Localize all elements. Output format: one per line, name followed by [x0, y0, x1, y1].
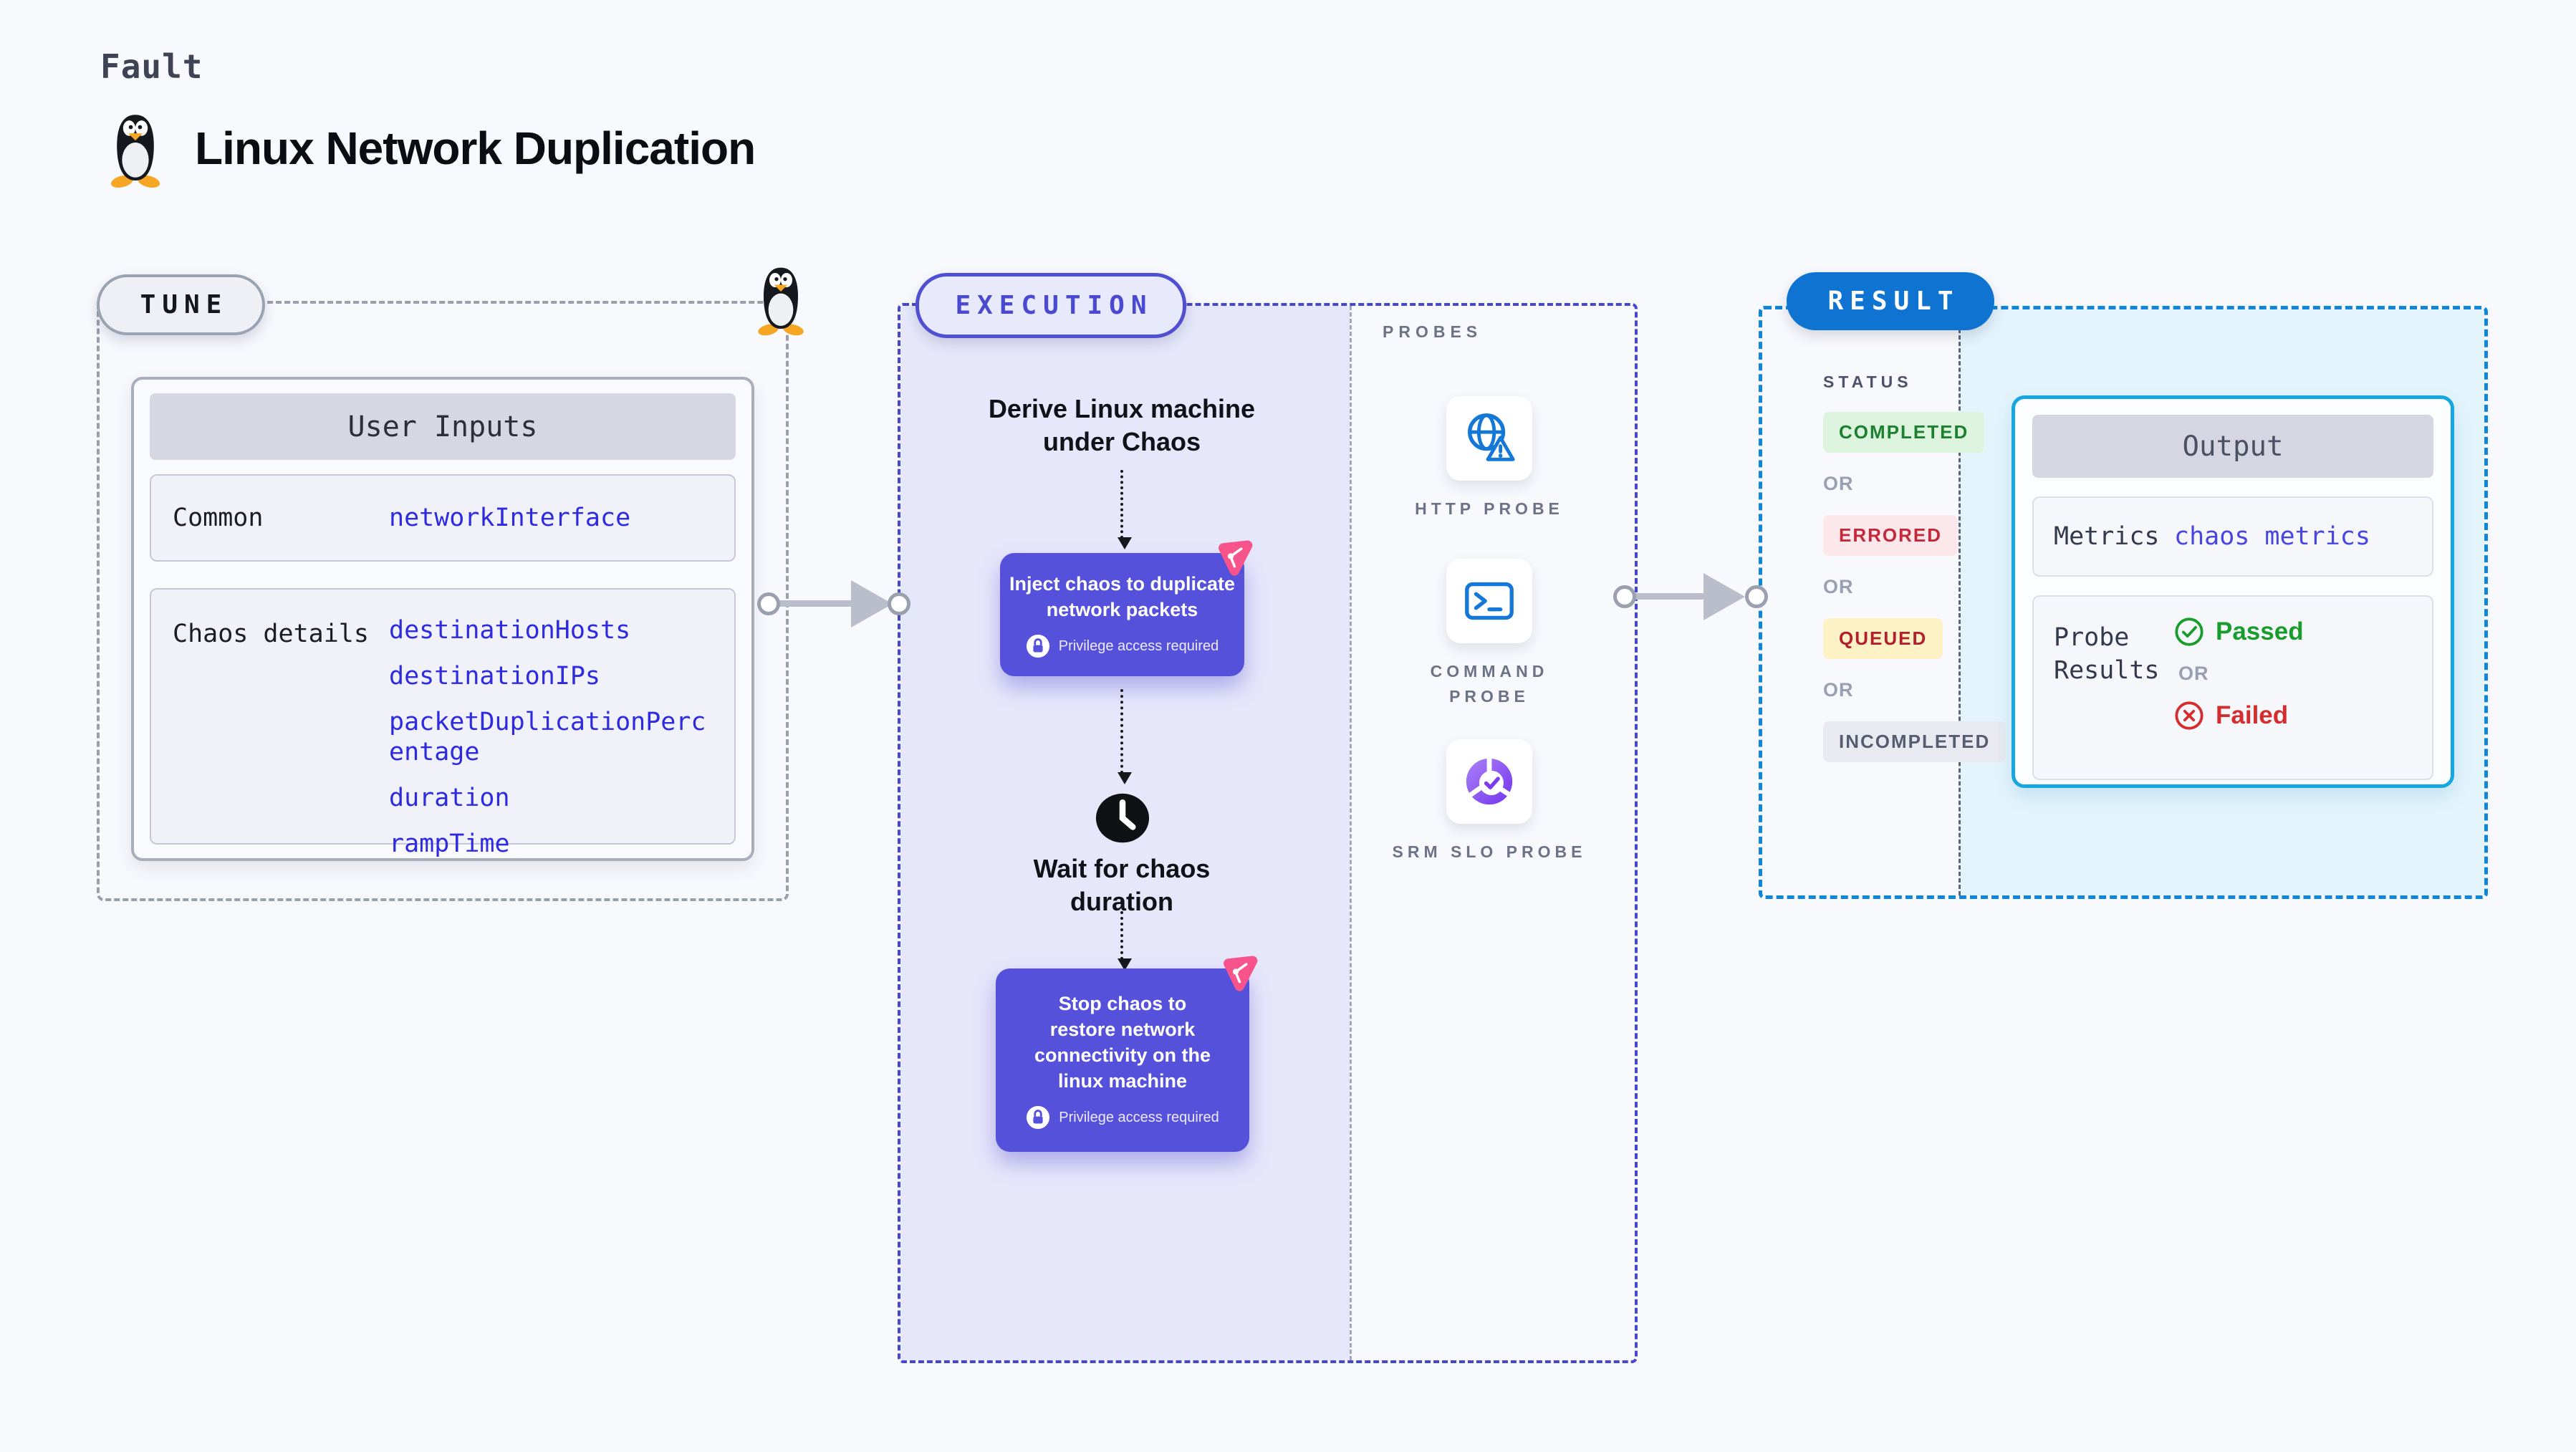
probes-title: PROBES	[1383, 322, 1483, 341]
flow-arrow-down-icon	[1118, 470, 1132, 549]
or-separator: OR	[1823, 576, 1854, 597]
page-title: Linux Network Duplication	[195, 122, 756, 174]
x-circle-icon	[2175, 701, 2203, 730]
inject-chaos-step-card: Inject chaos to duplicate network packet…	[1000, 540, 1253, 676]
user-inputs-card: User Inputs Common networkInterface Chao…	[131, 377, 754, 861]
input-row-label: Chaos details	[173, 620, 369, 648]
probe-label: HTTP PROBE	[1415, 499, 1564, 518]
step-title: Inject chaos to duplicate network packet…	[1009, 573, 1236, 620]
terminal-icon	[1465, 582, 1514, 620]
result-badge: RESULT	[1787, 272, 1994, 330]
input-value: destinationIPs	[389, 662, 601, 691]
output-title: Output	[2032, 415, 2433, 478]
chaos-logo-icon	[1219, 540, 1253, 576]
tux-penguin-corner-icon	[758, 267, 804, 336]
lock-icon	[1026, 634, 1049, 658]
status-badge-completed: COMPLETED	[1823, 412, 1985, 453]
input-row-chaos-details: Chaos details destinationHosts destinati…	[150, 588, 736, 858]
probe-result-passed: Passed	[2174, 617, 2304, 647]
execution-badge: EXECUTION	[915, 273, 1186, 338]
probe-result-failed: Failed	[2174, 701, 2304, 731]
fault-kicker: Fault	[100, 47, 203, 86]
input-value: networkInterface	[389, 504, 631, 532]
probe-srm-slo: SRM SLO PROBE	[1389, 739, 1590, 865]
user-inputs-title: User Inputs	[150, 393, 736, 460]
slo-donut-icon	[1466, 756, 1513, 805]
or-separator: OR	[1823, 473, 1854, 494]
probe-command: COMMAND PROBE	[1389, 559, 1590, 709]
metrics-label: Metrics	[2054, 522, 2160, 551]
output-probe-results-row: Probe Results Passed OR Failed	[2032, 595, 2433, 780]
stop-chaos-step-card: Stop chaos to restore network connectivi…	[996, 956, 1258, 1152]
tune-badge: TUNE	[97, 274, 265, 335]
status-column: STATUS COMPLETED OR ERRORED OR QUEUED OR…	[1823, 372, 2007, 762]
input-value: duration	[389, 784, 510, 812]
flow-arrow-down-icon	[1118, 689, 1132, 784]
or-separator: OR	[1823, 679, 1854, 701]
or-separator: OR	[2178, 663, 2209, 684]
probes-divider	[1350, 306, 1352, 1360]
output-card: Output Metrics chaos metrics Probe Resul…	[2012, 395, 2454, 788]
probe-card	[1446, 396, 1532, 481]
step-title: Stop chaos to restore network connectivi…	[1034, 993, 1211, 1092]
metrics-value: chaos metrics	[2174, 522, 2370, 551]
input-row-common: Common networkInterface	[150, 474, 736, 562]
probe-results-label: Probe Results	[2054, 623, 2160, 685]
probe-label: SRM SLO PROBE	[1392, 842, 1587, 861]
result-divider	[1959, 309, 1961, 895]
step-derive-machine: Derive Linux machine under Chaos	[988, 394, 1256, 456]
privilege-note: Privilege access required	[1026, 1105, 1219, 1130]
tux-penguin-icon	[110, 115, 160, 188]
flow-arrow-down-icon	[1118, 900, 1132, 971]
status-badge-incompleted: INCOMPLETED	[1823, 721, 2007, 762]
probe-card	[1446, 559, 1532, 643]
clock-icon	[1095, 793, 1150, 843]
privilege-note: Privilege access required	[1026, 634, 1219, 658]
status-badge-queued: QUEUED	[1823, 618, 1943, 659]
output-metrics-row: Metrics chaos metrics	[2032, 496, 2433, 577]
input-value: destinationHosts	[389, 616, 631, 645]
chaos-logo-icon	[1224, 956, 1258, 991]
globe-alert-icon	[1468, 413, 1515, 461]
input-row-label: Common	[173, 504, 264, 532]
status-title: STATUS	[1823, 372, 1913, 391]
probe-http: HTTP PROBE	[1389, 396, 1590, 521]
status-badge-errored: ERRORED	[1823, 515, 1959, 556]
probe-label: COMMAND PROBE	[1430, 662, 1549, 706]
lock-icon	[1027, 1105, 1050, 1130]
check-circle-icon	[2175, 617, 2203, 646]
probe-card	[1446, 739, 1532, 824]
input-value: packetDuplicationPercentage	[389, 708, 706, 766]
input-value: rampTime	[389, 830, 510, 858]
